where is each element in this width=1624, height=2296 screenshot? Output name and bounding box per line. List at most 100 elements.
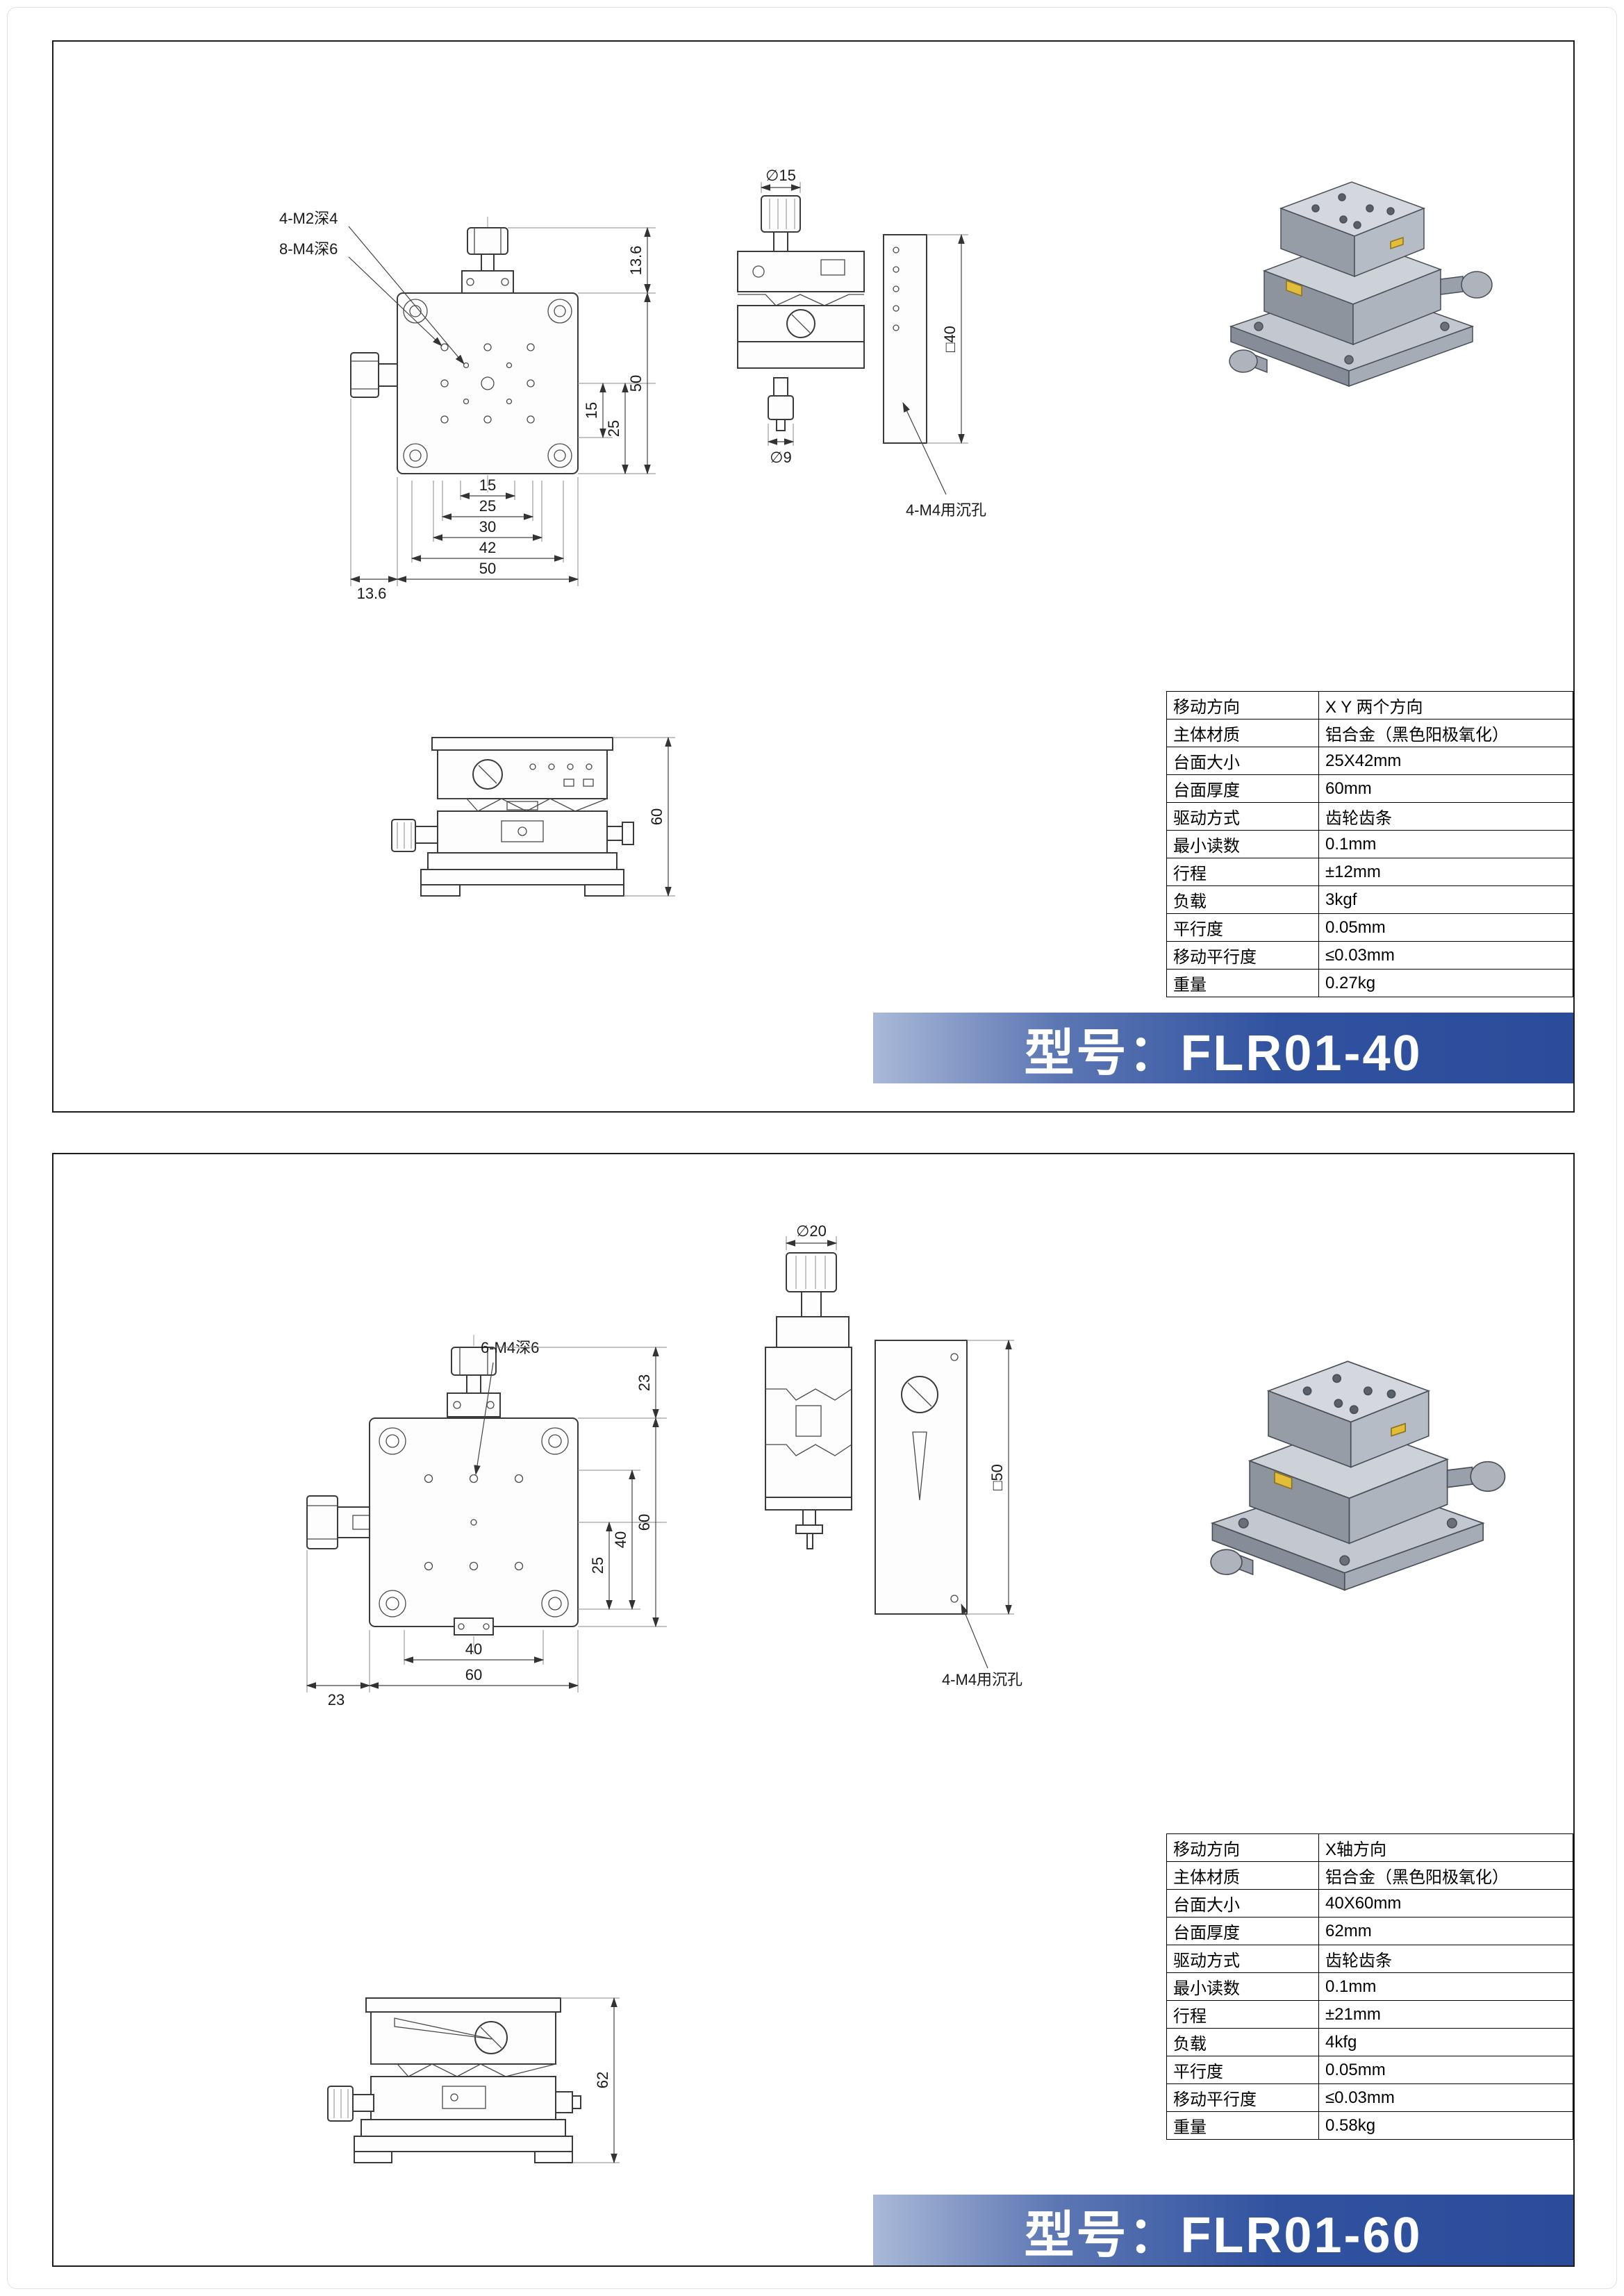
- counterbore-note: 4-M4用沉孔: [942, 1671, 1022, 1688]
- plan-view-drawing-flr01-40: 4-M2深4 8-M4深6 15 25 50 13.6: [279, 210, 656, 602]
- dim-label: 25: [589, 1557, 606, 1574]
- spec-key: 台面大小: [1166, 747, 1319, 775]
- dim-label: 50: [479, 560, 496, 577]
- spec-value: 60mm: [1318, 774, 1573, 803]
- spec-value: X Y 两个方向: [1318, 691, 1573, 719]
- dim-label: □50: [988, 1464, 1006, 1490]
- spec-key: 重量: [1166, 969, 1319, 997]
- model-banner: 型号：FLR01-60: [873, 2195, 1573, 2265]
- dim-label: 25: [479, 497, 496, 515]
- plan-view-drawing-flr01-60: 6-M4深6 25 40 60 23 40 60: [306, 1335, 667, 1708]
- spec-value: 40X60mm: [1318, 1889, 1573, 1918]
- model-banner-text: 型号：FLR01-60: [1024, 2194, 1422, 2267]
- dim-label: ∅15: [765, 167, 796, 184]
- spec-key: 负载: [1166, 885, 1319, 914]
- spec-row: 驱动方式齿轮齿条: [1166, 802, 1573, 831]
- spec-value: ±21mm: [1318, 2000, 1573, 2029]
- spec-key: 驱动方式: [1166, 1945, 1319, 1973]
- top-knob: [447, 1347, 501, 1417]
- iso-stage: [1210, 1361, 1506, 1591]
- mount-plate: [883, 234, 927, 444]
- model-banner: 型号：FLR01-40: [873, 1013, 1573, 1083]
- dim-label: 25: [605, 420, 622, 437]
- model-prefix: 型号：: [1024, 2207, 1181, 2263]
- spec-key: 平行度: [1166, 913, 1319, 942]
- dimensions: □50 4-M4用沉孔: [942, 1339, 1022, 1688]
- spec-key: 移动平行度: [1166, 2083, 1319, 2112]
- isometric-view-flr01-60: [1210, 1361, 1506, 1591]
- spec-key: 负载: [1166, 2028, 1319, 2056]
- callout-label: 4-M2深4: [279, 210, 338, 227]
- dim-label: 23: [328, 1691, 345, 1708]
- spec-value: 0.05mm: [1318, 913, 1573, 942]
- dim-label: 40: [465, 1640, 482, 1658]
- dim-label: 60: [636, 1514, 653, 1531]
- panel-flr01-40: 4-M2深4 8-M4深6 15 25 50 13.6: [52, 40, 1575, 1113]
- spec-value: ≤0.03mm: [1318, 941, 1573, 970]
- dimensions: 62: [561, 1997, 620, 2164]
- dim-label: 13.6: [627, 246, 645, 276]
- left-knob: [306, 1495, 370, 1549]
- stage-body: [765, 1316, 852, 1549]
- dim-label: □40: [941, 326, 959, 352]
- spec-value: 0.05mm: [1318, 2056, 1573, 2084]
- counterbore-note: 4-M4用沉孔: [906, 501, 986, 519]
- dim-label: 13.6: [357, 585, 387, 602]
- dim-label: 42: [479, 539, 496, 556]
- model-prefix: 型号：: [1024, 1025, 1181, 1081]
- panel-flr01-60: 6-M4深6 25 40 60 23 40 60: [52, 1153, 1575, 2267]
- spec-key: 行程: [1166, 858, 1319, 886]
- spec-key: 驱动方式: [1166, 802, 1319, 831]
- spec-value: 铝合金（黑色阳极氧化）: [1318, 1861, 1573, 1890]
- spec-key: 主体材质: [1166, 1861, 1319, 1890]
- dim-label: ∅20: [796, 1222, 827, 1240]
- spec-value: 0.58kg: [1318, 2111, 1573, 2140]
- spec-key: 移动平行度: [1166, 941, 1319, 970]
- callout-label: 8-M4深6: [279, 240, 338, 258]
- spec-value: 3kgf: [1318, 885, 1573, 914]
- spec-key: 行程: [1166, 2000, 1319, 2029]
- stage-plate: [369, 1417, 579, 1636]
- spec-row: 移动平行度≤0.03mm: [1166, 941, 1573, 970]
- spec-value: 铝合金（黑色阳极氧化）: [1318, 719, 1573, 747]
- elevation-view-flr01-60: 62: [327, 1997, 620, 2164]
- spec-row: 行程±21mm: [1166, 2000, 1573, 2029]
- dim-label: 50: [627, 375, 645, 392]
- spec-value: 0.1mm: [1318, 1972, 1573, 2001]
- dimensions: 25 40 60 23 40 60 23: [306, 1346, 667, 1708]
- top-knob: [461, 227, 514, 294]
- spec-value: 62mm: [1318, 1917, 1573, 1945]
- dim-label: 30: [479, 518, 496, 535]
- dimensions: ∅15: [760, 167, 802, 193]
- spec-key: 台面大小: [1166, 1889, 1319, 1918]
- dimensions: □40 4-M4用沉孔: [902, 233, 986, 519]
- dim-label: ∅9: [770, 449, 791, 466]
- spec-row: 行程±12mm: [1166, 858, 1573, 886]
- dim-label: 40: [612, 1531, 629, 1548]
- dim-label: 60: [648, 808, 665, 825]
- spec-value: 0.27kg: [1318, 969, 1573, 997]
- stage-body: [327, 1997, 581, 2163]
- spec-key: 主体材质: [1166, 719, 1319, 747]
- mount-plate: [875, 1340, 968, 1615]
- spec-value: 4kfg: [1318, 2028, 1573, 2056]
- spec-value: 0.1mm: [1318, 830, 1573, 858]
- spec-key: 台面厚度: [1166, 774, 1319, 803]
- dim-label: 15: [479, 476, 496, 494]
- spec-value: 齿轮齿条: [1318, 802, 1573, 831]
- spec-key: 最小读数: [1166, 1972, 1319, 2001]
- spec-row: 主体材质铝合金（黑色阳极氧化）: [1166, 1861, 1573, 1890]
- callouts: 4-M2深4 8-M4深6: [279, 210, 465, 365]
- knob-top: [786, 1252, 837, 1317]
